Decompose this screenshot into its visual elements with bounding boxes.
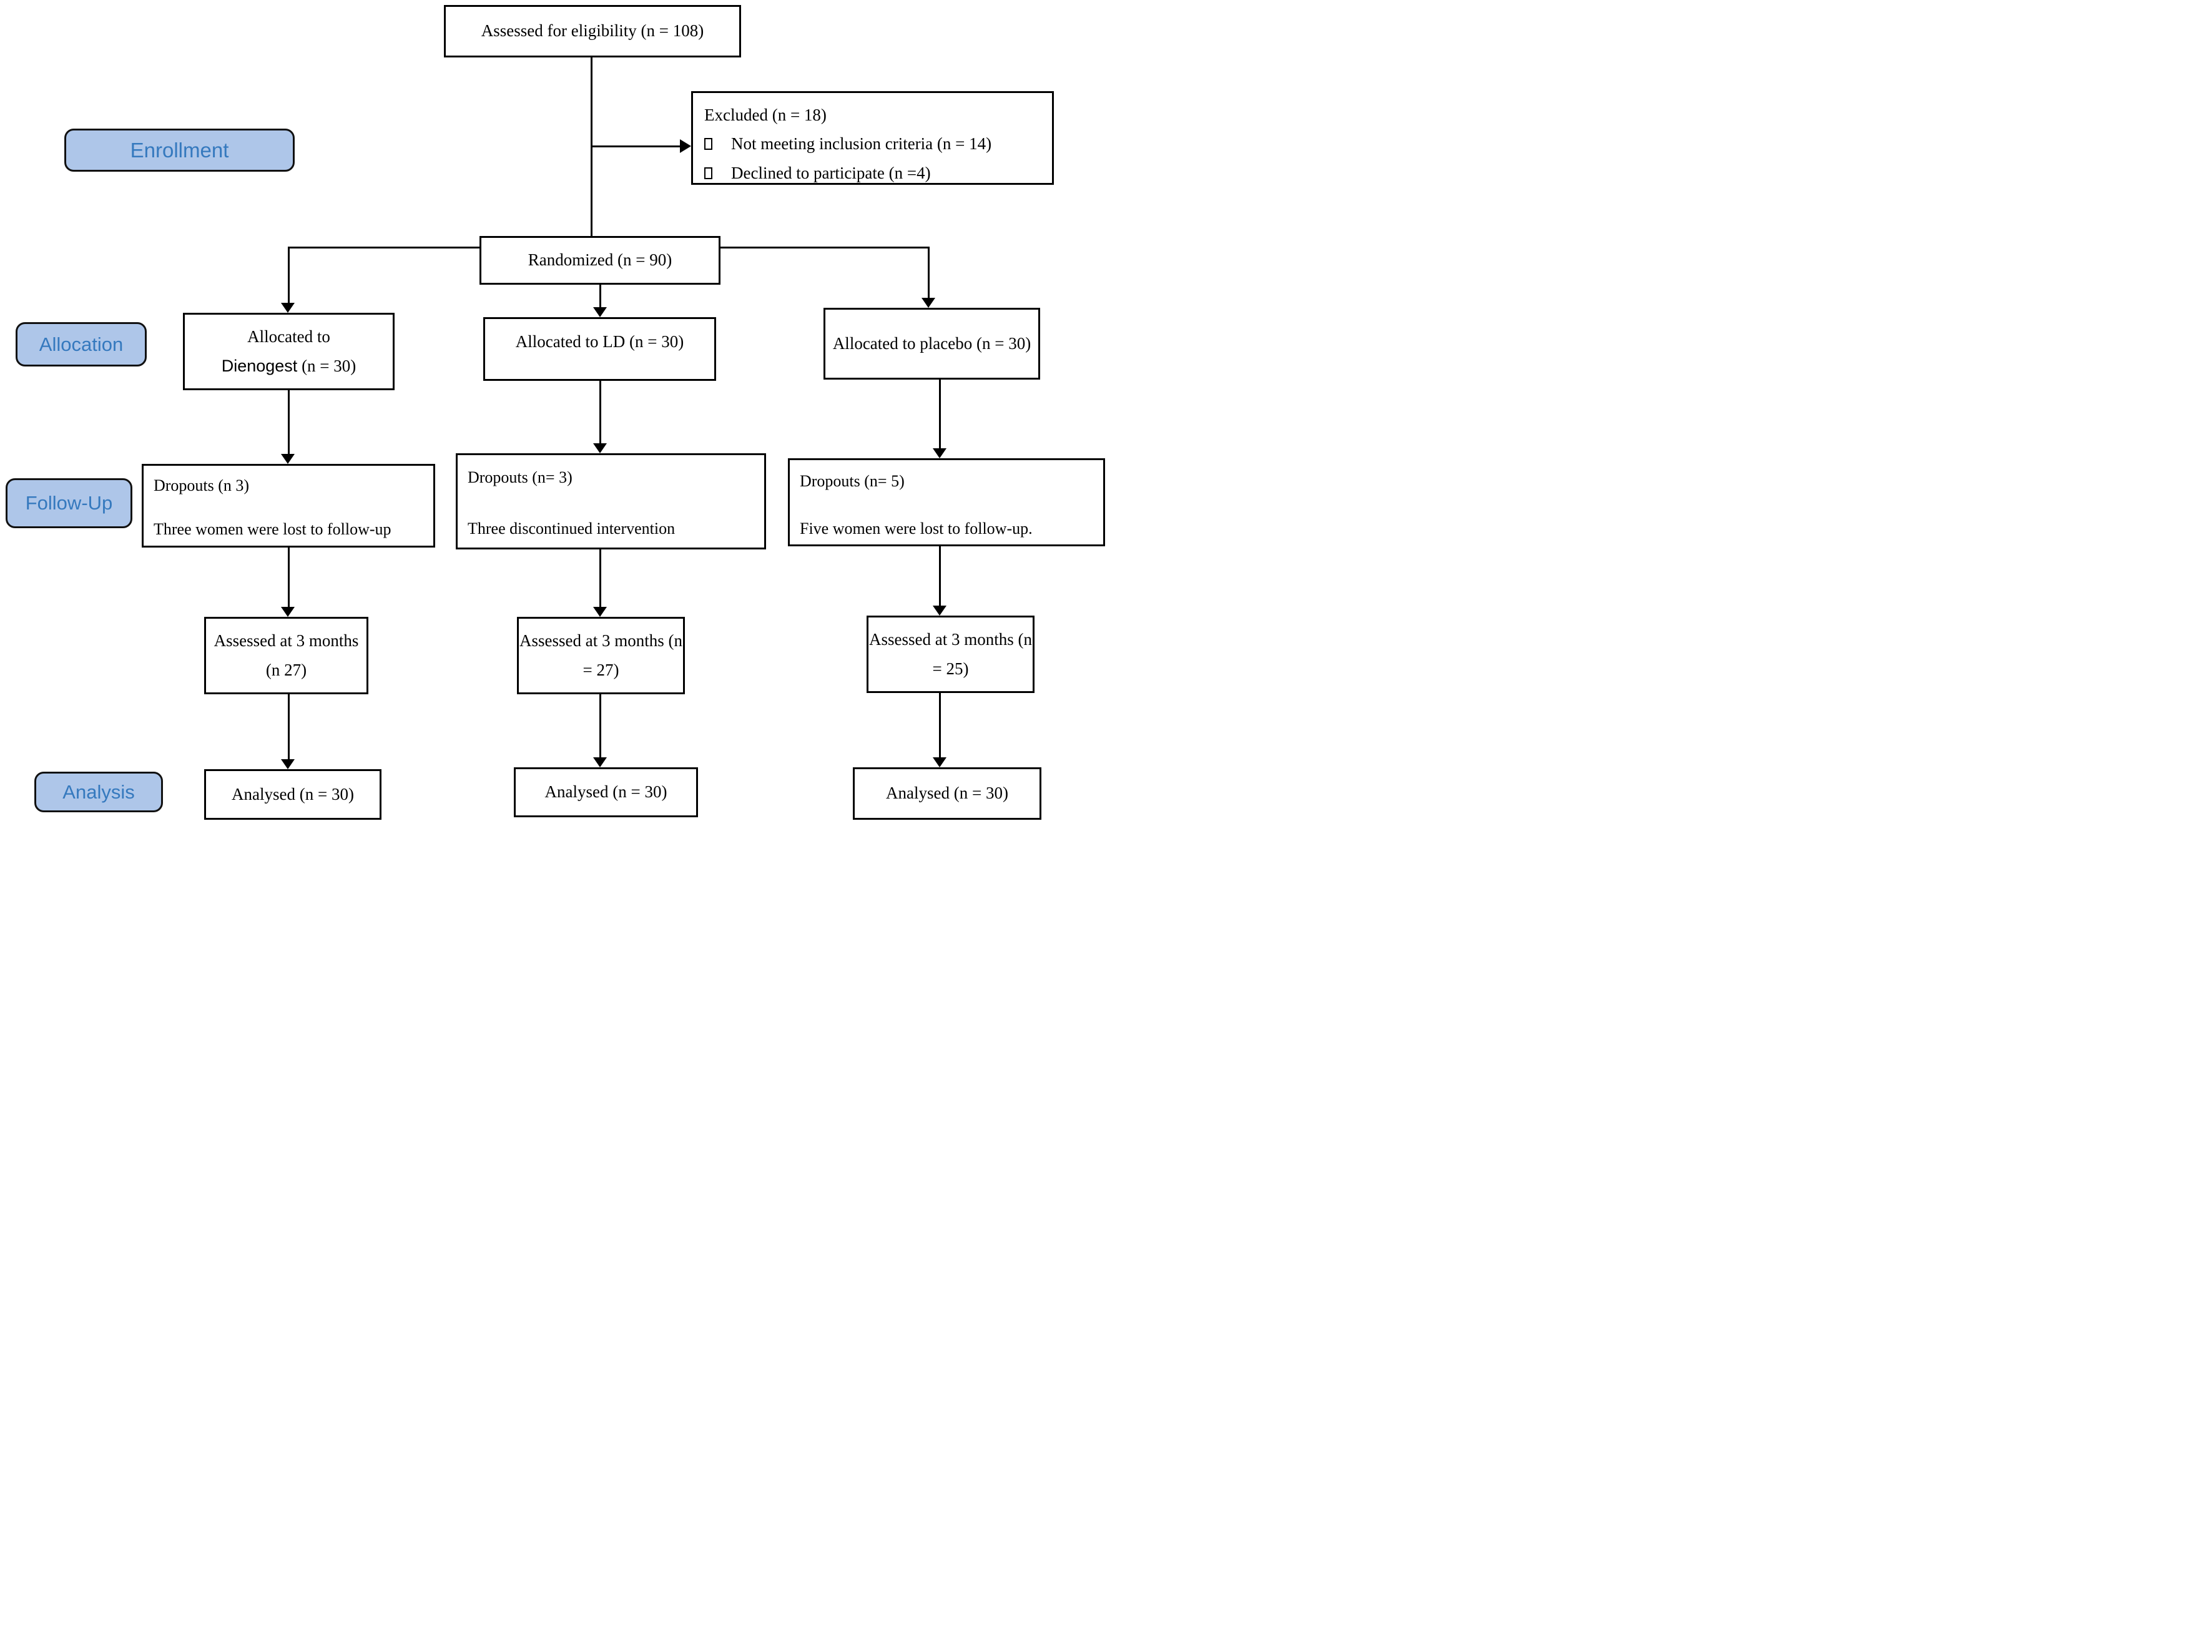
arrowhead-into-analysed-ld xyxy=(593,757,607,767)
allocated-dienogest-line2: Dienogest (n = 30) xyxy=(222,352,356,381)
allocated-placebo-text: Allocated to placebo (n = 30) xyxy=(832,333,1031,353)
assessed-3m-placebo-text: Assessed at 3 months (n = 25) xyxy=(869,629,1032,678)
box-dropouts-placebo: Dropouts (n= 5) Five women were lost to … xyxy=(788,458,1105,546)
connector-randomized-right-vertical xyxy=(928,247,930,298)
allocated-dienogest-line1: Allocated to xyxy=(247,327,330,346)
box-analysed-ld: Analysed (n = 30) xyxy=(514,767,698,817)
arrowhead-into-assessed-dienogest xyxy=(281,607,295,617)
dienogest-n: (n = 30) xyxy=(297,356,356,375)
analysed-dienogest-text: Analysed (n = 30) xyxy=(232,784,354,804)
dropouts-ld-title: Dropouts (n= 3) xyxy=(468,468,573,486)
connector-assessed-analysed-ld xyxy=(599,694,601,757)
box-allocated-dienogest: Allocated to Dienogest (n = 30) xyxy=(183,313,395,390)
dropouts-placebo-detail: Five women were lost to follow-up. xyxy=(800,519,1033,538)
missing-glyph-bullet-icon xyxy=(704,138,712,150)
connector-randomized-middle-vertical xyxy=(599,285,601,307)
assessed-3m-dienogest-text: Assessed at 3 months (n 27) xyxy=(214,631,359,679)
stage-label-analysis: Analysis xyxy=(34,772,163,812)
box-analysed-dienogest: Analysed (n = 30) xyxy=(204,769,381,820)
arrowhead-into-assessed-ld xyxy=(593,607,607,617)
connector-assessed-analysed-dienogest xyxy=(288,694,290,759)
assessed-3m-ld-text: Assessed at 3 months (n = 27) xyxy=(519,631,682,679)
arrowhead-into-dropouts-placebo xyxy=(933,448,946,458)
randomized-text: Randomized (n = 90) xyxy=(528,250,672,270)
connector-drop-assessed-ld xyxy=(599,549,601,607)
connector-drop-assessed-placebo xyxy=(939,546,941,606)
box-allocated-ld: Allocated to LD (n = 30) xyxy=(483,317,716,381)
dienogest-drug-name: Dienogest xyxy=(221,356,298,375)
arrowhead-into-allocated-dienogest xyxy=(281,303,295,313)
dropouts-dienogest-title: Dropouts (n 3) xyxy=(154,476,250,494)
box-assessed-3m-ld: Assessed at 3 months (n = 27) xyxy=(517,617,685,694)
analysed-ld-text: Analysed (n = 30) xyxy=(544,782,667,802)
box-assessed-3m-placebo: Assessed at 3 months (n = 25) xyxy=(867,616,1035,693)
connector-randomized-left-vertical xyxy=(288,247,290,303)
box-dropouts-dienogest: Dropouts (n 3) Three women were lost to … xyxy=(142,464,435,548)
connector-randomized-right-horizontal xyxy=(720,247,929,248)
excluded-reason-2: Declined to participate (n =4) xyxy=(704,159,1041,187)
box-dropouts-ld: Dropouts (n= 3) Three discontinued inter… xyxy=(456,453,766,549)
connector-branch-excluded xyxy=(591,145,680,147)
stage-label-enrollment-text: Enrollment xyxy=(130,138,229,162)
arrowhead-into-allocated-placebo xyxy=(922,298,935,308)
allocated-dienogest-text: Allocated to Dienogest (n = 30) xyxy=(222,322,356,381)
dropouts-placebo-title: Dropouts (n= 5) xyxy=(800,472,905,490)
connector-assessed-analysed-placebo xyxy=(939,693,941,757)
arrowhead-into-assessed-placebo xyxy=(933,606,946,616)
connector-alloc-drop-ld xyxy=(599,381,601,443)
box-excluded: Excluded (n = 18) Not meeting inclusion … xyxy=(691,91,1054,185)
arrowhead-into-allocated-ld xyxy=(593,307,607,317)
connector-alloc-drop-dienogest xyxy=(288,390,290,454)
box-assessed-eligibility: Assessed for eligibility (n = 108) xyxy=(444,5,741,57)
excluded-reason-2-text: Declined to participate (n =4) xyxy=(731,163,931,182)
box-allocated-placebo: Allocated to placebo (n = 30) xyxy=(823,308,1040,380)
box-assessed-3m-dienogest: Assessed at 3 months (n 27) xyxy=(204,617,368,694)
consort-flow-diagram: Enrollment Allocation Follow-Up Analysis… xyxy=(0,0,1106,826)
arrowhead-into-dropouts-dienogest xyxy=(281,454,295,464)
assessed-eligibility-text: Assessed for eligibility (n = 108) xyxy=(481,21,704,41)
analysed-placebo-text: Analysed (n = 30) xyxy=(886,784,1008,803)
stage-label-allocation-text: Allocation xyxy=(39,333,124,355)
connector-alloc-drop-placebo xyxy=(939,380,941,448)
stage-label-followup-text: Follow-Up xyxy=(25,492,113,514)
allocated-ld-text: Allocated to LD (n = 30) xyxy=(515,332,684,351)
excluded-reason-1: Not meeting inclusion criteria (n = 14) xyxy=(704,129,1041,158)
arrowhead-into-analysed-placebo xyxy=(933,757,946,767)
stage-label-allocation: Allocation xyxy=(16,322,147,366)
box-analysed-placebo: Analysed (n = 30) xyxy=(853,767,1041,820)
excluded-title: Excluded (n = 18) xyxy=(704,106,827,124)
arrowhead-into-analysed-dienogest xyxy=(281,759,295,769)
missing-glyph-bullet-icon xyxy=(704,167,712,179)
arrowhead-into-dropouts-ld xyxy=(593,443,607,453)
dropouts-dienogest-detail: Three women were lost to follow-up xyxy=(154,520,391,539)
arrowhead-into-excluded xyxy=(680,139,691,153)
excluded-reason-1-text: Not meeting inclusion criteria (n = 14) xyxy=(731,134,992,154)
connector-randomized-left-horizontal xyxy=(288,247,479,248)
dropouts-ld-detail: Three discontinued intervention xyxy=(468,519,676,538)
box-randomized: Randomized (n = 90) xyxy=(479,236,720,285)
stage-label-followup: Follow-Up xyxy=(6,478,132,528)
connector-drop-assessed-dienogest xyxy=(288,548,290,607)
stage-label-enrollment: Enrollment xyxy=(64,129,295,172)
stage-label-analysis-text: Analysis xyxy=(62,780,135,803)
